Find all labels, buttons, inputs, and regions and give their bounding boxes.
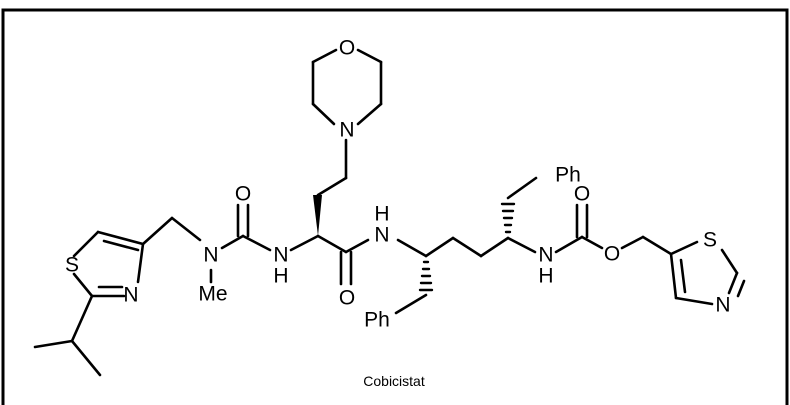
bond-chain-3 [479, 236, 510, 258]
hash-bond-bottom [418, 260, 434, 292]
bond-morph-6 [356, 102, 383, 126]
bond-o-ch2 [620, 235, 645, 250]
bond-calpha-wedge [313, 195, 322, 236]
atom-o-urea: O [235, 183, 251, 206]
frame-border [1, 8, 789, 405]
bond-chain-1 [424, 236, 455, 258]
bond-lthz-s-c5 [72, 230, 100, 258]
figure-caption: Cobicistat [363, 373, 425, 389]
bond-rthz-c4-c5-double [679, 258, 687, 294]
bond-rthz-c5-s [669, 240, 699, 256]
bond-ch2-ph-bottom [394, 293, 428, 315]
atom-n-thiazole-left: N [123, 284, 138, 307]
bond-ch2-nme [170, 216, 202, 242]
bond-rthz-n-c4 [674, 296, 714, 306]
bond-rthz-c2-n-double [736, 279, 746, 298]
atom-ph-bottom: Ph [364, 309, 390, 332]
bond-nh-calpha [289, 234, 320, 252]
bond-iPr-1 [33, 339, 74, 349]
bond-side-1 [316, 176, 348, 197]
atom-labels: O N O N Me N H O N H Ph Ph N H O O S N S… [65, 37, 731, 332]
atom-nh-urea-h: H [273, 265, 288, 288]
bond-n-urea-c [220, 234, 245, 250]
atom-nh-amide-n: N [374, 224, 389, 247]
bond-lthz-c4-n [136, 242, 145, 284]
bond-morph-4 [356, 48, 383, 64]
bond-ch2-thz [641, 235, 673, 256]
bond-c2-nh [506, 236, 537, 254]
atom-nh-carbamate-n: N [538, 244, 553, 267]
atom-n-morpholine: N [339, 119, 354, 142]
atom-methyl: Me [198, 283, 227, 306]
atom-nh-carbamate-h: H [538, 265, 553, 288]
bond-co-nh [344, 238, 370, 254]
bond-rthz-s-c2 [720, 248, 739, 275]
bond-ch2-ph-top [506, 176, 538, 200]
bond-nh-carb [554, 235, 584, 254]
atom-s-thiazole-left: S [65, 254, 79, 277]
bond-nh-c5 [396, 238, 428, 258]
atom-o-carbamate-carbonyl: O [574, 183, 590, 206]
bond-carb-o [580, 235, 604, 250]
bond-iPr-2 [70, 339, 102, 377]
atom-n-thiazole-right: N [715, 294, 730, 317]
atom-o-amide: O [339, 287, 355, 310]
atom-s-thiazole-right: S [703, 229, 717, 252]
bond-lthz-c5-c4 [96, 230, 145, 246]
bonds [33, 48, 746, 377]
atom-nh-urea-n: N [273, 244, 288, 267]
bond-lthz-c5-c4-double [102, 239, 140, 252]
atom-o-morpholine: O [339, 37, 355, 60]
bond-iPr-3 [70, 294, 94, 343]
atom-o-carbamate-ester: O [604, 243, 620, 266]
bond-thz-ch2 [141, 216, 174, 246]
hash-bond-top [500, 202, 516, 234]
bond-calpha-co [316, 234, 348, 254]
bond-lthz-c2-s [72, 272, 94, 298]
bond-morph-1 [311, 102, 336, 126]
atom-n-methyl: N [203, 244, 218, 267]
bond-rthz-c2-n [727, 271, 739, 295]
atom-ph-top: Ph [555, 164, 581, 187]
bond-chain-2 [451, 236, 483, 258]
bond-rthz-c4-c5 [669, 252, 678, 300]
atom-nh-amide-h: H [374, 203, 389, 226]
bond-morph-3 [311, 48, 338, 64]
bond-urea-c-nh [241, 234, 272, 252]
